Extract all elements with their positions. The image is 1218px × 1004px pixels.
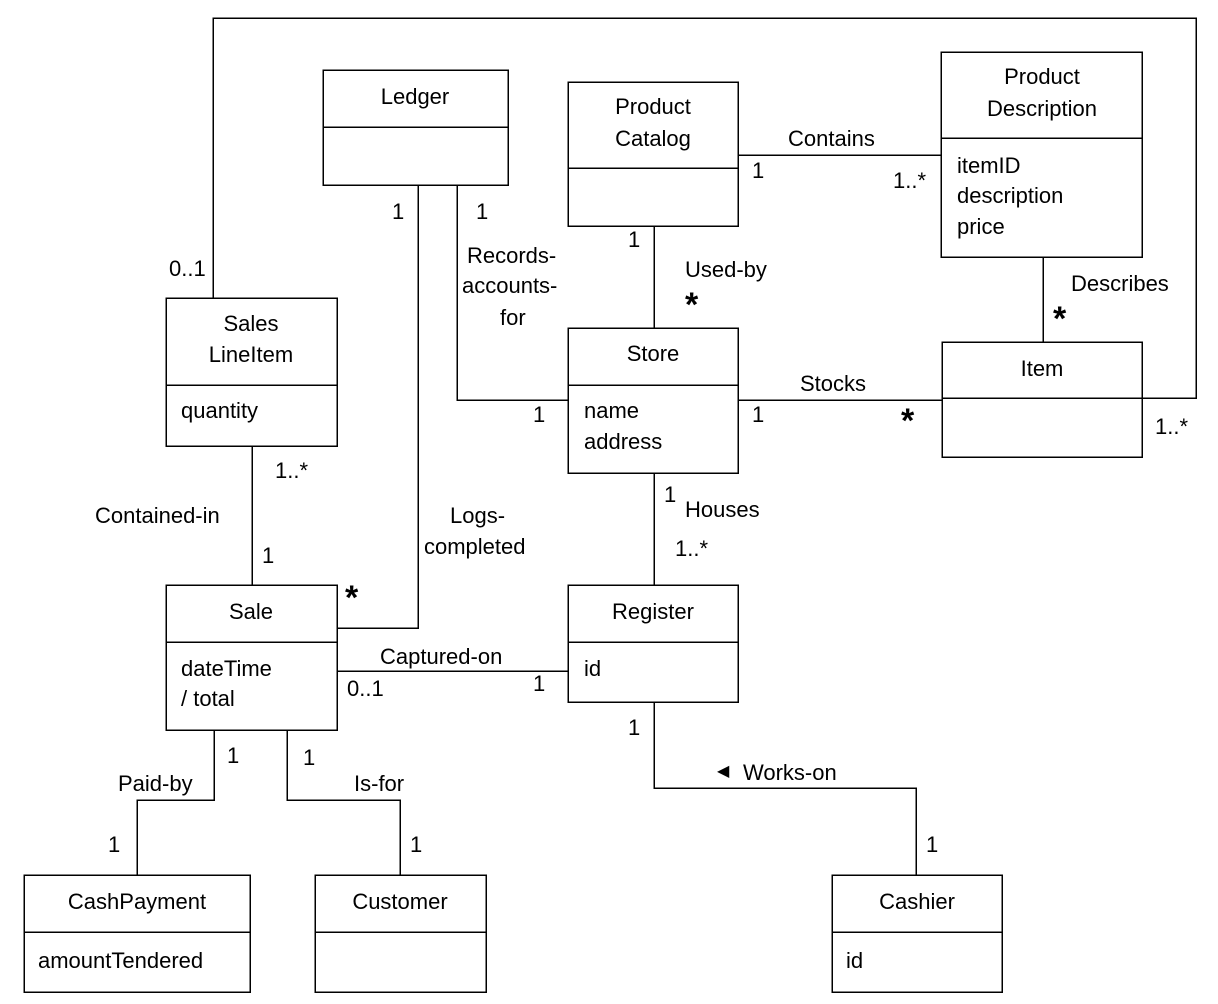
describes-label: Describes <box>1071 271 1169 296</box>
class-sale: Sale dateTime / total <box>165 584 338 731</box>
houses-mult-register: 1..* <box>675 536 708 561</box>
class-product-catalog-name-0: Product <box>615 94 691 119</box>
class-product-description-attr-1: description <box>957 183 1063 208</box>
contained-in-label: Contained-in <box>95 503 220 528</box>
records-accounts-for-label-line-1: accounts- <box>462 273 557 298</box>
class-store-attr-0: name <box>584 398 639 423</box>
class-cashier-name-0: Cashier <box>879 889 955 914</box>
lineitem-item-mult-lineitem: 0..1 <box>169 256 206 281</box>
class-register: Register id <box>567 584 739 703</box>
class-sales-lineitem-name-0: Sales <box>223 311 278 336</box>
stocks-label: Stocks <box>800 371 866 396</box>
class-sales-lineitem: Sales LineItem quantity <box>165 297 338 447</box>
houses-label: Houses <box>685 497 760 522</box>
class-customer: Customer <box>314 874 487 993</box>
paid-by-label: Paid-by <box>118 771 193 796</box>
paid-by-mult-cashpayment: 1 <box>108 832 120 857</box>
stocks-mult-store: 1 <box>752 402 764 427</box>
class-cashier-attr-0: id <box>846 948 863 973</box>
class-ledger-name-0: Ledger <box>381 84 450 109</box>
used-by-mult-catalog: 1 <box>628 227 640 252</box>
is-for-association-line <box>286 730 401 875</box>
contains-mult-catalog: 1 <box>752 158 764 183</box>
works-on-mult-register: 1 <box>628 715 640 740</box>
works-on-association-line <box>653 702 917 875</box>
captured-on-label: Captured-on <box>380 644 502 669</box>
class-cash-payment-name-0: CashPayment <box>68 889 206 914</box>
class-item: Item <box>941 341 1143 458</box>
class-store-attr-1: address <box>584 429 662 454</box>
houses-mult-store: 1 <box>664 482 676 507</box>
class-sale-attr-1: / total <box>181 686 235 711</box>
class-ledger: Ledger <box>322 69 509 186</box>
lineitem-item-mult-item: 1..* <box>1155 414 1188 439</box>
records-accounts-for-label-line-0: Records- <box>467 243 556 268</box>
class-product-catalog: Product Catalog <box>567 81 739 227</box>
class-product-description: Product Description itemID description p… <box>940 51 1143 258</box>
works-on-mult-cashier: 1 <box>926 832 938 857</box>
paid-by-mult-sale: 1 <box>227 743 239 768</box>
works-on-direction-marker: ◀ <box>717 763 730 780</box>
paid-by-association-line <box>136 730 215 875</box>
class-product-description-attr-0: itemID <box>957 153 1021 178</box>
logs-completed-association-line <box>337 185 419 629</box>
class-register-name-0: Register <box>612 599 694 624</box>
works-on-label: Works-on <box>743 760 837 785</box>
used-by-mult-store: * <box>685 286 699 324</box>
class-sales-lineitem-attr-0: quantity <box>181 398 258 423</box>
records-accounts-for-mult-ledger: 1 <box>476 199 488 224</box>
records-accounts-for-label-line-2: for <box>500 305 526 330</box>
contains-label: Contains <box>788 126 875 151</box>
class-customer-name-0: Customer <box>352 889 447 914</box>
class-store: Store name address <box>567 327 739 474</box>
is-for-label: Is-for <box>354 771 404 796</box>
class-product-description-attr-2: price <box>957 214 1005 239</box>
contained-in-mult-sale: 1 <box>262 543 274 568</box>
records-accounts-for-association-line <box>456 185 568 401</box>
class-product-description-name-1: Description <box>987 96 1097 121</box>
class-sales-lineitem-name-1: LineItem <box>209 342 293 367</box>
is-for-mult-customer: 1 <box>410 832 422 857</box>
contains-mult-description: 1..* <box>893 168 926 193</box>
logs-completed-label-line-1: completed <box>424 534 526 559</box>
class-cash-payment-attr-0: amountTendered <box>38 948 203 973</box>
describes-mult-item: * <box>1053 300 1067 338</box>
class-sale-attr-0: dateTime <box>181 656 272 681</box>
class-store-name-0: Store <box>627 341 680 366</box>
captured-on-mult-register: 1 <box>533 671 545 696</box>
class-register-attr-0: id <box>584 656 601 681</box>
class-product-description-name-0: Product <box>1004 64 1080 89</box>
used-by-label: Used-by <box>685 257 767 282</box>
class-cash-payment: CashPayment amountTendered <box>23 874 251 993</box>
sales-lineitem-item-association-line <box>212 17 1197 399</box>
class-item-name-0: Item <box>1021 356 1064 381</box>
is-for-mult-sale: 1 <box>303 745 315 770</box>
logs-completed-mult-ledger: 1 <box>392 199 404 224</box>
class-cashier: Cashier id <box>831 874 1003 993</box>
stocks-mult-item: * <box>901 402 915 440</box>
logs-completed-label-line-0: Logs- <box>450 503 505 528</box>
logs-completed-mult-sale: * <box>345 579 359 617</box>
class-sale-name-0: Sale <box>229 599 273 624</box>
class-product-catalog-name-1: Catalog <box>615 126 691 151</box>
captured-on-mult-sale: 0..1 <box>347 676 384 701</box>
records-accounts-for-mult-store: 1 <box>533 402 545 427</box>
contained-in-mult-lineitem: 1..* <box>275 458 308 483</box>
